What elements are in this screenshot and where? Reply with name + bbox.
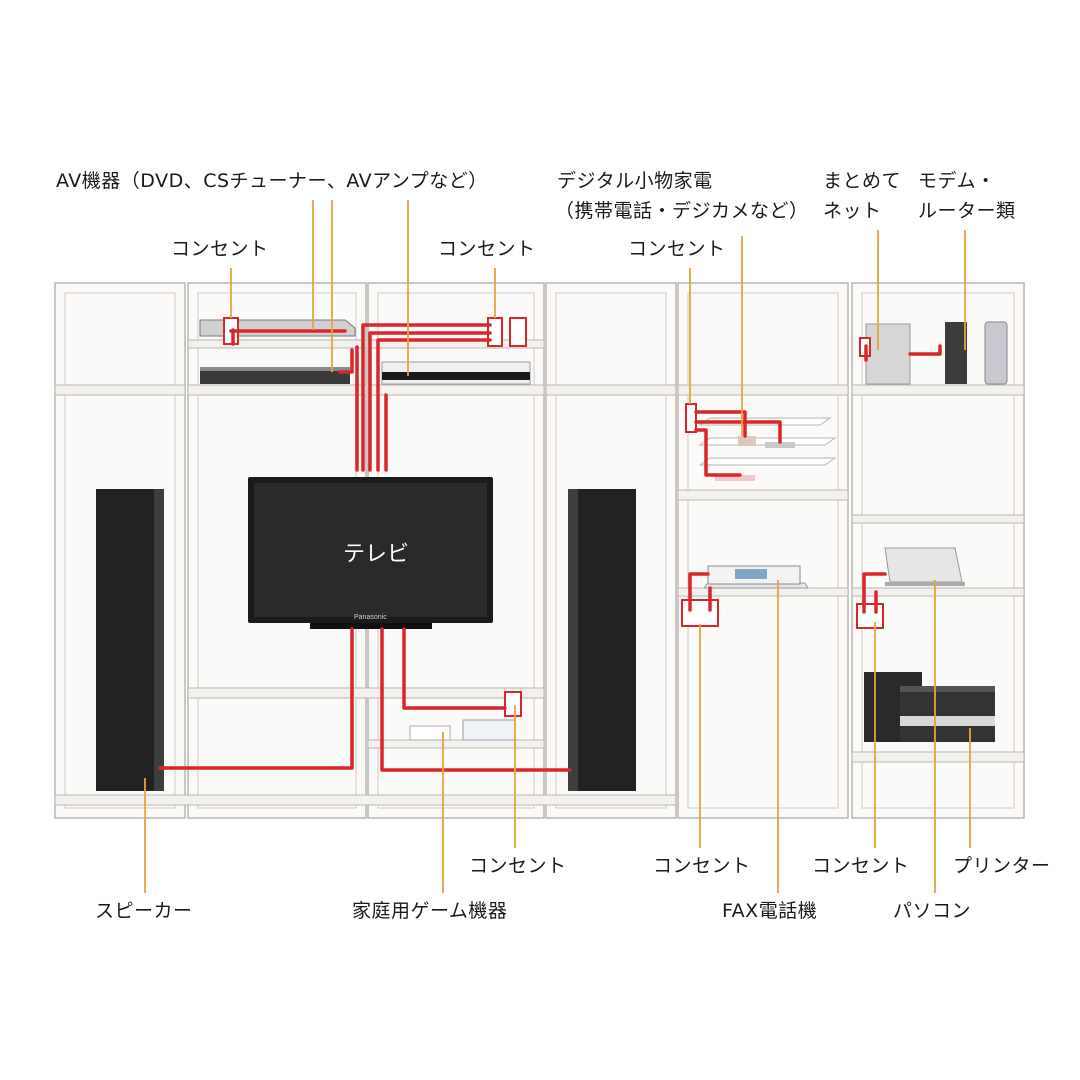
tv-brand: Panasonic	[354, 614, 387, 621]
cables	[158, 323, 942, 772]
label-modem-2: ルーター類	[918, 200, 1016, 222]
tv-set	[248, 477, 493, 629]
label-printer: プリンター	[953, 855, 1051, 877]
label-fax: FAX電話機	[722, 900, 818, 922]
label-modem-1: モデム・	[918, 170, 996, 192]
outlet	[509, 317, 527, 347]
shelf	[677, 587, 849, 597]
shelf	[677, 489, 849, 501]
label-pc: パソコン	[893, 900, 972, 922]
trays	[698, 417, 837, 466]
net-box	[865, 323, 911, 385]
leader-lines	[144, 200, 971, 893]
shelf	[187, 687, 545, 699]
shelf	[851, 587, 1025, 597]
printer	[864, 672, 995, 742]
label-net-2: ネット	[823, 200, 882, 222]
shelf	[545, 384, 677, 396]
shelf	[367, 384, 545, 396]
outlet	[504, 691, 522, 717]
shelf	[367, 739, 545, 749]
label-game: 家庭用ゲーム機器	[352, 900, 508, 922]
shelf	[851, 514, 1025, 524]
speaker-right	[568, 489, 636, 791]
label-av-devices: AV機器（DVD、CSチューナー、AVアンプなど）	[56, 170, 488, 192]
label-outlet-game: コンセント	[469, 855, 567, 877]
digital-gadgets	[715, 436, 795, 481]
label-net-1: まとめて	[823, 170, 902, 192]
shelf	[851, 751, 1025, 763]
shelf	[54, 794, 677, 806]
label-outlet-fax: コンセント	[653, 855, 751, 877]
shelf	[187, 339, 367, 349]
fax-device	[702, 565, 809, 589]
modem-router	[945, 321, 1008, 385]
label-speaker: スピーカー	[95, 900, 193, 922]
shelf	[851, 384, 1025, 396]
label-digital-small-2: （携帯電話・デジカメなど）	[555, 200, 809, 222]
shelf	[187, 384, 367, 396]
label-outlet-digital: コンセント	[628, 238, 726, 260]
label-outlet-av-right: コンセント	[438, 238, 536, 260]
laptop	[884, 547, 965, 586]
shelves	[54, 339, 1025, 806]
outlet	[681, 599, 719, 627]
cabinet-5	[677, 282, 849, 819]
speaker-left	[96, 489, 164, 791]
outlet	[856, 603, 884, 629]
label-outlet-pc: コンセント	[812, 855, 910, 877]
av-amp	[381, 361, 531, 385]
label-digital-small-1: デジタル小物家電	[557, 170, 713, 192]
av-device-lower	[200, 367, 350, 384]
label-outlet-av-left: コンセント	[171, 238, 269, 260]
shelf	[677, 384, 849, 396]
label-tv: テレビ	[343, 542, 410, 567]
shelf	[54, 384, 186, 396]
outlet	[685, 403, 697, 433]
